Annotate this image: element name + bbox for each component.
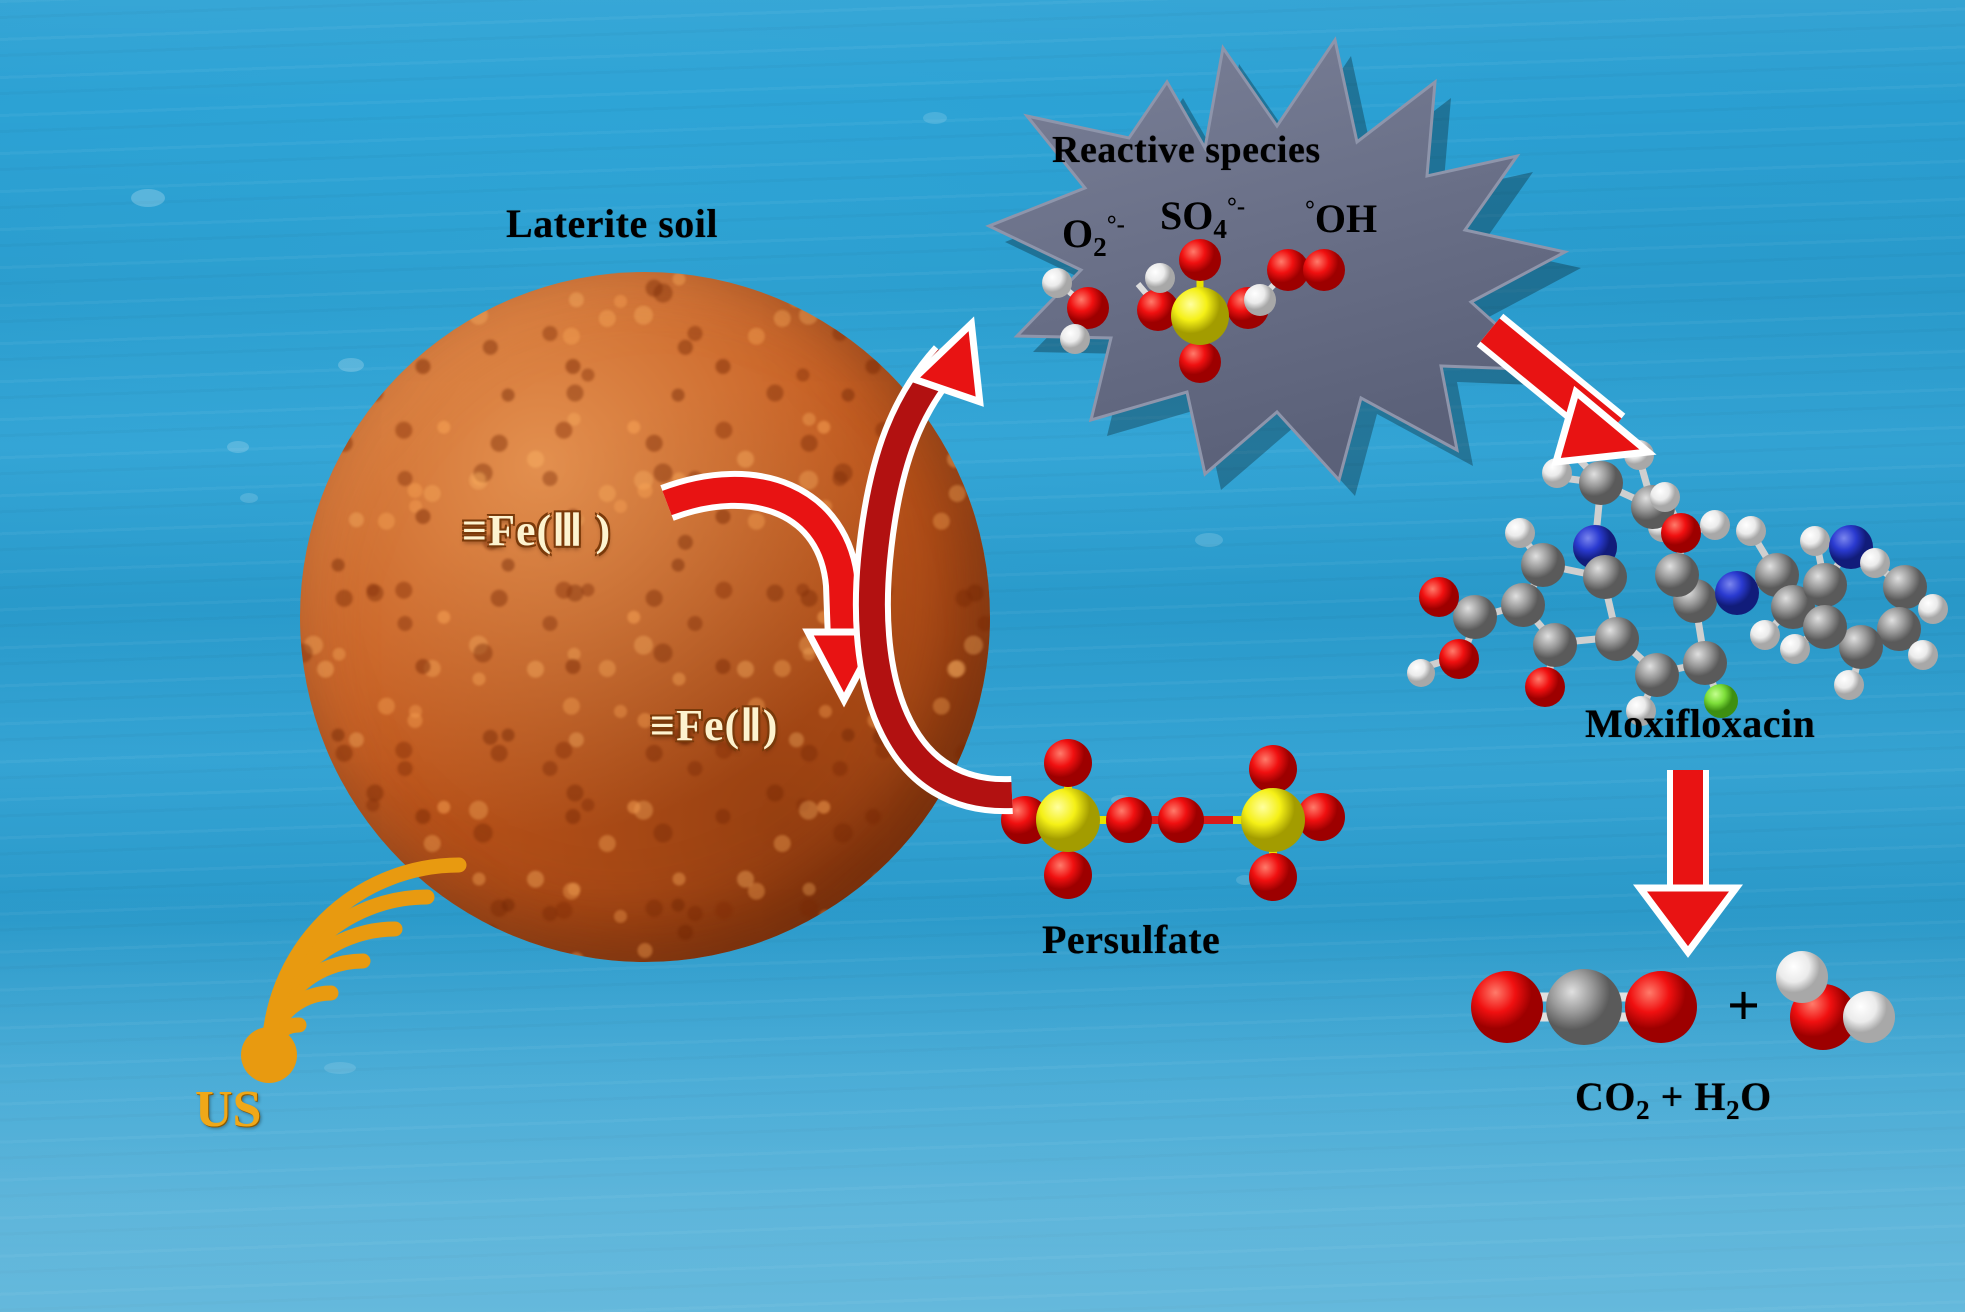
moxifloxacin-atoms	[1407, 440, 1948, 726]
sulfate-radical-molecule	[1135, 239, 1269, 383]
sulfate-radical-formula: SO4°-	[1160, 192, 1245, 245]
hydroxyl-sup: °	[1305, 196, 1315, 224]
hydroxyl-base: OH	[1314, 196, 1378, 241]
superoxide-sub: 2	[1093, 232, 1107, 262]
ultrasound-arc-6	[261, 857, 467, 1063]
fe-cycle-arrow	[660, 471, 886, 708]
products-molecules: +	[1471, 951, 1895, 1050]
sulfate-sub: 4	[1213, 214, 1227, 244]
superoxide-radical-formula: O2°-	[1062, 210, 1125, 263]
persulfate-molecule	[1001, 739, 1345, 901]
hydroxyl-radical-formula: °OH	[1305, 195, 1377, 242]
persulfate-activation-arrow	[852, 316, 1013, 815]
h2o-o: O	[1740, 1074, 1772, 1119]
ultrasound-icon	[241, 857, 467, 1083]
reactive-species-label: Reactive species	[1052, 129, 1321, 171]
mineralization-arrow	[1633, 770, 1743, 958]
ultrasound-label: US	[195, 1081, 262, 1138]
fe-three-label: ≡Fe(Ⅲ )	[462, 506, 612, 555]
hydroxyl-radical-molecule	[1244, 249, 1345, 316]
sulfate-sup: °-	[1226, 193, 1246, 221]
persulfate-label: Persulfate	[1042, 917, 1221, 962]
products-label: CO2 + H2O	[1575, 1073, 1772, 1126]
burst-to-moxifloxacin-arrow	[1476, 313, 1657, 467]
burst-molecule-group	[1042, 239, 1345, 383]
laterite-soil-label: Laterite soil	[506, 201, 718, 246]
ultrasound-emitter-dot	[241, 1027, 297, 1083]
h2o-sub: 2	[1726, 1095, 1741, 1125]
co2-text: CO	[1575, 1074, 1636, 1119]
co2-sub: 2	[1636, 1095, 1651, 1125]
superoxide-base: O	[1062, 211, 1094, 256]
plus-sign: +	[1727, 973, 1760, 1038]
plus-text: +	[1660, 1074, 1684, 1119]
sulfate-base: SO	[1160, 193, 1214, 238]
superoxide-sup: °-	[1106, 211, 1125, 239]
water-molecule	[1776, 951, 1895, 1050]
fe-two-label: ≡Fe(Ⅱ)	[650, 701, 779, 750]
h2o-text: H	[1694, 1074, 1727, 1119]
superoxide-molecule	[1042, 268, 1109, 354]
co2-molecule	[1471, 969, 1697, 1045]
moxifloxacin-label: Moxifloxacin	[1585, 701, 1816, 746]
moxifloxacin-molecule	[1407, 440, 1948, 726]
